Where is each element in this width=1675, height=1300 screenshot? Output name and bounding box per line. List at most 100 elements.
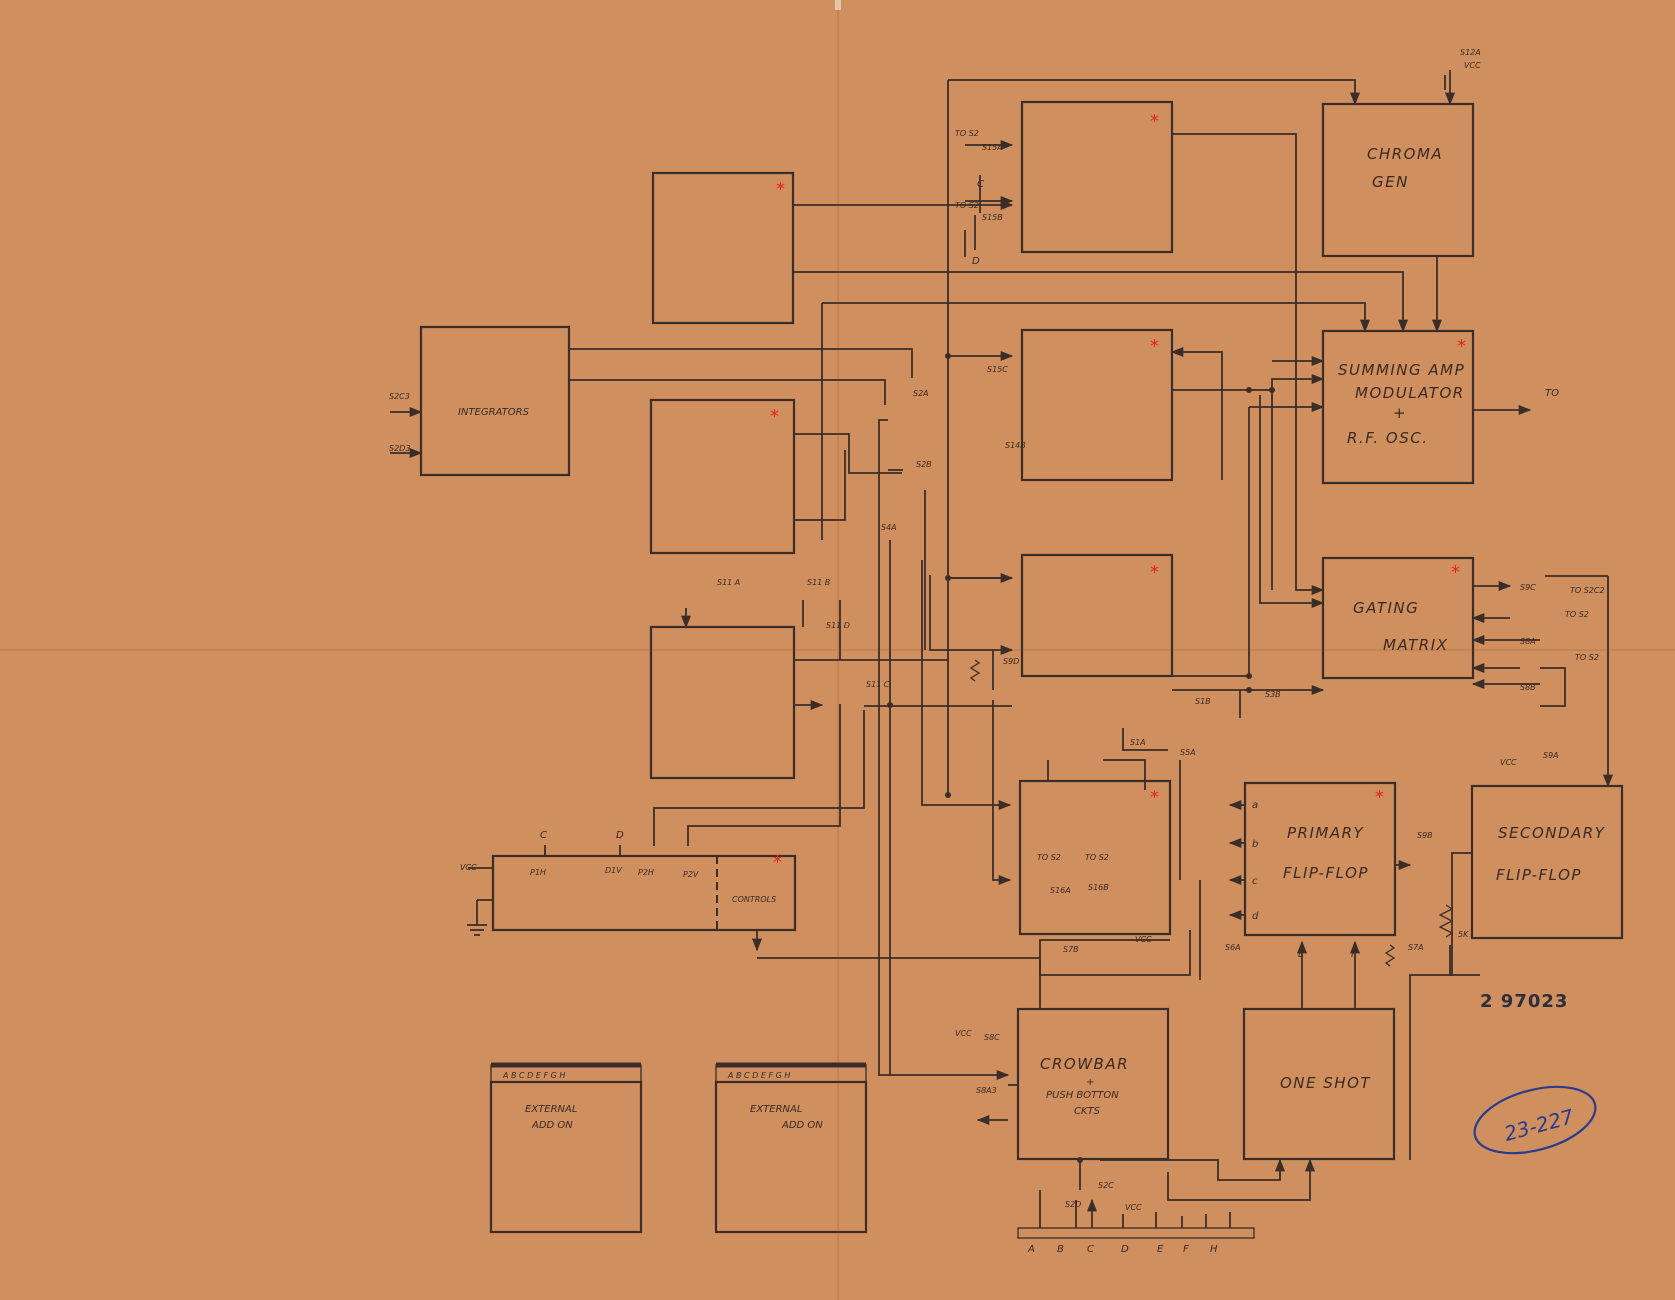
wiring xyxy=(390,70,1614,1228)
controls-pin-1: P1H xyxy=(530,868,546,877)
bottom-pin-f: F xyxy=(1183,1244,1189,1255)
external-1-connector: A B C D E F G H xyxy=(502,1071,565,1080)
switch-s4a: S4A xyxy=(881,523,897,532)
switch-s9b: S9B xyxy=(1417,831,1433,840)
switch-s11d: S11 D xyxy=(826,621,850,630)
block-secondary-flip-flop xyxy=(1470,784,1624,940)
switch-s5a: S5A xyxy=(1180,748,1196,757)
block-unlabeled-6 xyxy=(1020,553,1174,678)
ff-pin-b: b xyxy=(1252,839,1258,850)
bottom-edge-connector xyxy=(1017,1227,1255,1239)
block-integrators xyxy=(419,325,571,477)
switch-s8b: S8B xyxy=(1520,683,1536,692)
block-crowbar xyxy=(1016,1007,1170,1161)
switch-s11b: S11 B xyxy=(807,578,830,587)
svg-text:*: * xyxy=(1375,787,1384,808)
controls-vcc: VCC xyxy=(460,863,477,872)
crowbar-label-4: CKTS xyxy=(1074,1106,1101,1117)
svg-text:*: * xyxy=(1150,336,1159,357)
controls-pin-4: P2V xyxy=(683,870,699,879)
svg-text:*: * xyxy=(1150,111,1159,132)
star-markers: * * * * * * * * * * xyxy=(770,111,1466,873)
svg-text:*: * xyxy=(1451,562,1460,583)
switch-s1b: S1B xyxy=(1195,697,1211,706)
ff-pin-a: a xyxy=(1252,800,1258,811)
controls-pin-3: P2H xyxy=(638,868,654,877)
svg-text:*: * xyxy=(776,179,785,200)
block-unlabeled-3 xyxy=(649,625,796,780)
gating-matrix-label-1: GATING xyxy=(1353,599,1419,617)
bottom-pin-e: E xyxy=(1157,1244,1164,1255)
switch-s8a3: S8A3 xyxy=(976,1086,997,1095)
summing-amp-label-1: SUMMING AMP xyxy=(1338,361,1465,379)
chroma-gen-label-1: CHROMA xyxy=(1367,145,1443,163)
handwritten-id-circle xyxy=(1473,1085,1597,1155)
switch-s1a: S1A xyxy=(1130,738,1146,747)
block-unlabeled-1 xyxy=(651,171,795,325)
block-primary-flip-flop xyxy=(1243,781,1397,937)
gating-matrix-label-2: MATRIX xyxy=(1383,636,1448,654)
controls-top-c: C xyxy=(540,830,547,841)
primary-ff-label-2: FLIP-FLOP xyxy=(1283,864,1369,882)
crowbar-label-2: + xyxy=(1086,1077,1094,1088)
switch-s11a: S11 A xyxy=(717,578,740,587)
block-unlabeled-7 xyxy=(1018,779,1172,936)
vcc-s9a: VCC xyxy=(1500,758,1517,767)
vcc-s12a: VCC xyxy=(1464,61,1481,70)
ff-pin-e: E xyxy=(1298,949,1305,960)
bottom-pin-d: D xyxy=(1121,1244,1129,1255)
bottom-vcc: VCC xyxy=(1125,1203,1142,1212)
crowbar-label-1: CROWBAR xyxy=(1040,1055,1129,1073)
switch-s15a: S15A xyxy=(982,143,1003,152)
svg-text:*: * xyxy=(770,406,779,427)
summing-amp-label-2: MODULATOR xyxy=(1355,384,1465,402)
switch-s2c: S2C xyxy=(1098,1181,1114,1190)
switch-s8c: S8C xyxy=(984,1033,1000,1042)
external-2-connector: A B C D E F G H xyxy=(727,1071,790,1080)
vcc-s7b: VCC xyxy=(1135,935,1152,944)
secondary-ff-label-1: SECONDARY xyxy=(1498,824,1606,842)
crowbar-label-3: PUSH BOTTON xyxy=(1046,1090,1119,1101)
to-s2-3: TO S2 xyxy=(1565,610,1589,619)
switch-s8a: S8A xyxy=(1520,637,1536,646)
to-s2-1: TO S2 xyxy=(955,129,979,138)
block-one-shot xyxy=(1242,1007,1396,1161)
switch-s7a: S7A xyxy=(1408,943,1424,952)
block-unlabeled-4 xyxy=(1020,100,1174,254)
external-2-label-2: ADD ON xyxy=(781,1120,823,1131)
svg-text:*: * xyxy=(1150,787,1159,808)
bottom-pin-b: B xyxy=(1057,1244,1064,1255)
svg-text:*: * xyxy=(773,852,782,873)
integrators-input-1: S2C3 xyxy=(389,392,410,401)
to-s2-5: TO S2 xyxy=(1037,853,1061,862)
switch-s11c: S11 C xyxy=(866,680,890,689)
letter-c-s15a: C xyxy=(977,179,984,190)
ff-pin-c: c xyxy=(1252,876,1258,887)
summing-amp-label-4: R.F. OSC. xyxy=(1347,429,1429,447)
controls-top-d: D xyxy=(616,830,624,841)
switch-s16a: S16A xyxy=(1050,886,1071,895)
switch-s7b: S7B xyxy=(1063,945,1079,954)
letter-d-s15b: D xyxy=(972,256,980,267)
block-unlabeled-5 xyxy=(1020,328,1174,482)
controls-label: CONTROLS xyxy=(732,895,776,904)
vcc-s8c: VCC xyxy=(955,1029,972,1038)
switch-s6a: S6A xyxy=(1225,943,1241,952)
block-chroma-gen xyxy=(1321,102,1475,258)
switch-s2a: S2A xyxy=(913,389,929,398)
primary-ff-label-1: PRIMARY xyxy=(1287,824,1365,842)
switch-s12a: S12A xyxy=(1460,48,1481,57)
junction-dots xyxy=(887,353,1275,1163)
switch-s9d: S9D xyxy=(1003,657,1019,666)
summing-amp-output-label: TO xyxy=(1545,388,1559,399)
to-s2-4: TO S2 xyxy=(1575,653,1599,662)
chroma-gen-label-2: GEN xyxy=(1372,173,1409,191)
to-s2-2: TO S2 xyxy=(955,201,979,210)
resistor-5k: 5K xyxy=(1458,930,1469,939)
switch-s9c: S9C xyxy=(1520,583,1536,592)
bottom-pin-h: H xyxy=(1210,1244,1218,1255)
to-s2-6: TO S2 xyxy=(1085,853,1109,862)
to-s2c2: TO S2C2 xyxy=(1570,586,1605,595)
switch-s9a: S9A xyxy=(1543,751,1559,760)
